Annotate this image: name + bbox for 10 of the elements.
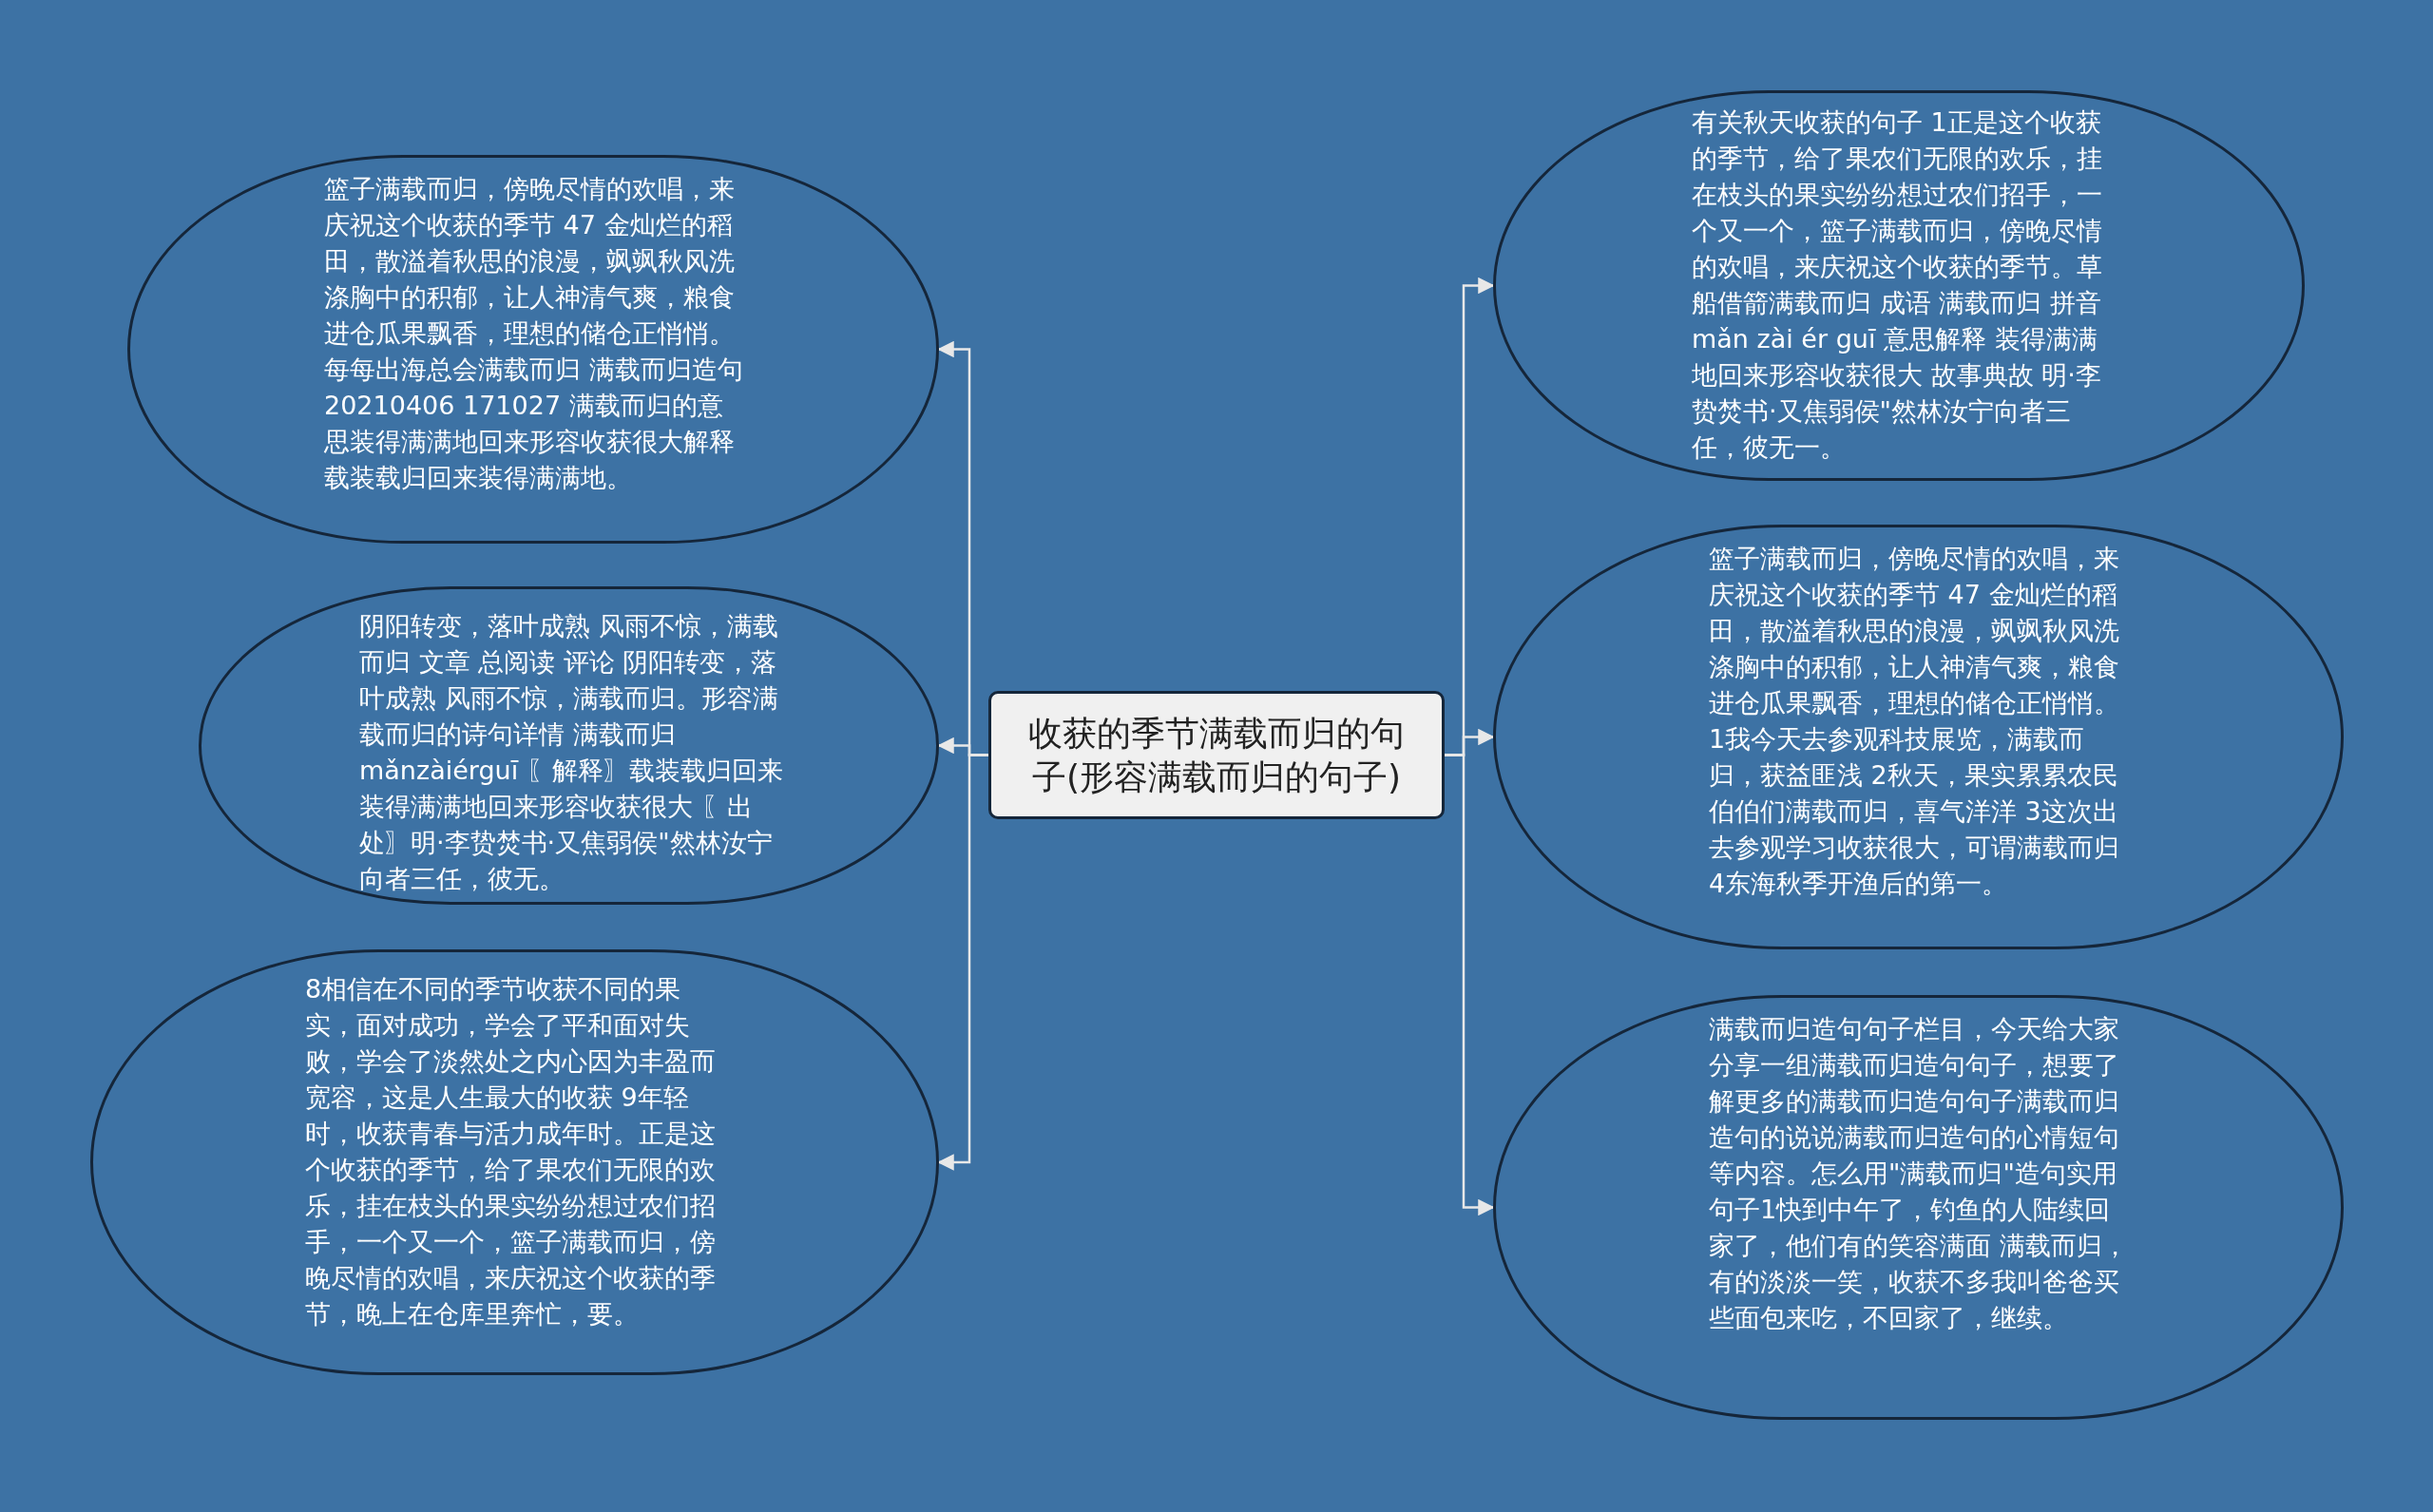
node-text: 篮子满载而归，傍晚尽情的欢唱，来庆祝这个收获的季节 47 金灿烂的稻田，散溢着秋思的浪漫，飒飒秋风洗涤胸中的积郁，让人神清气爽，粮食进仓瓜果飘香，理想的储仓正悄悄。每每出海总会满载而归 满载而归造句 20210406 171027 满载而归的意思装得满满地回来形容收获很大解释载装载归回来装得满满地。 — [324, 173, 744, 494]
arrow — [937, 754, 988, 1171]
node-text: 阴阳转变，落叶成熟 风雨不惊，满载而归 文章 总阅读 评论 阴阳转变，落叶成熟 风雨不惊，满载而归。形容满载而归的诗句详情 满载而归 mǎnzàiérguī 〖解释〗载装载归回来装得满满地回来形容收获很大 〖出处〗明·李贽焚书·又焦弱侯"然林汝宁向者三任，彼无。 — [359, 610, 784, 895]
node-text: 8相信在不同的季节收获不同的果实，面对成功，学会了平和面对失败，学会了淡然处之内心因为丰盈而宽容，这是人生最大的收获 9年轻时，收获青春与活力成年时。正是这个收获的季节，给了果农们无限的欢乐，挂在枝头的果实纷纷想过农们招手，一个又一个，篮子满载而归，傍晚尽情的欢唱，来庆祝这个收获的季节，晚上在仓库里奔忙，要。 — [305, 973, 717, 1330]
topic-text: 收获的季节满载而归的句子(形容满载而归的句子) — [1027, 712, 1406, 798]
node-text: 有关秋天收获的句子 1正是这个收获的季节，给了果农们无限的欢乐，挂在枝头的果实纷纷想过农们招手，一个又一个，篮子满载而归，傍晚尽情的欢唱，来庆祝这个收获的季节。草船借箭满载而归 成语 满载而归 拼音 mǎn zài ér guī 意思解释 装得满满地回来形容收获很大 故事典故 明·李贽焚书·又焦弱侯"然林汝宁向者三任，彼无一。 — [1692, 106, 2103, 464]
node-text: 篮子满载而归，傍晚尽情的欢唱，来庆祝这个收获的季节 47 金灿烂的稻田，散溢着秋思的浪漫，飒飒秋风洗涤胸中的积郁，让人神清气爽，粮食进仓瓜果飘香，理想的储仓正悄悄。1我今天去参观科技展览，满载而归，获益匪浅 2秋天，果实累累农民伯伯们满载而归，喜气洋洋 3这次出去参观学习收获很大，可谓满载而归 4东海秋季开渔后的第一。 — [1709, 543, 2120, 900]
arrow — [1445, 754, 1495, 1216]
node-text: 满载而归造句句子栏目，今天给大家分享一组满载而归造句句子，想要了解更多的满载而归造句句子满载而归造句的说说满载而归造句的心情短句等内容。怎么用"满载而归"造句实用句子1快到中午了，钓鱼的人陆续回家了，他们有的笑容满面 满载而归，有的淡淡一笑，收获不多我叫爸爸买些面包来吃，不回家了，继续。 — [1709, 1013, 2129, 1334]
topic-box — [988, 691, 1445, 819]
